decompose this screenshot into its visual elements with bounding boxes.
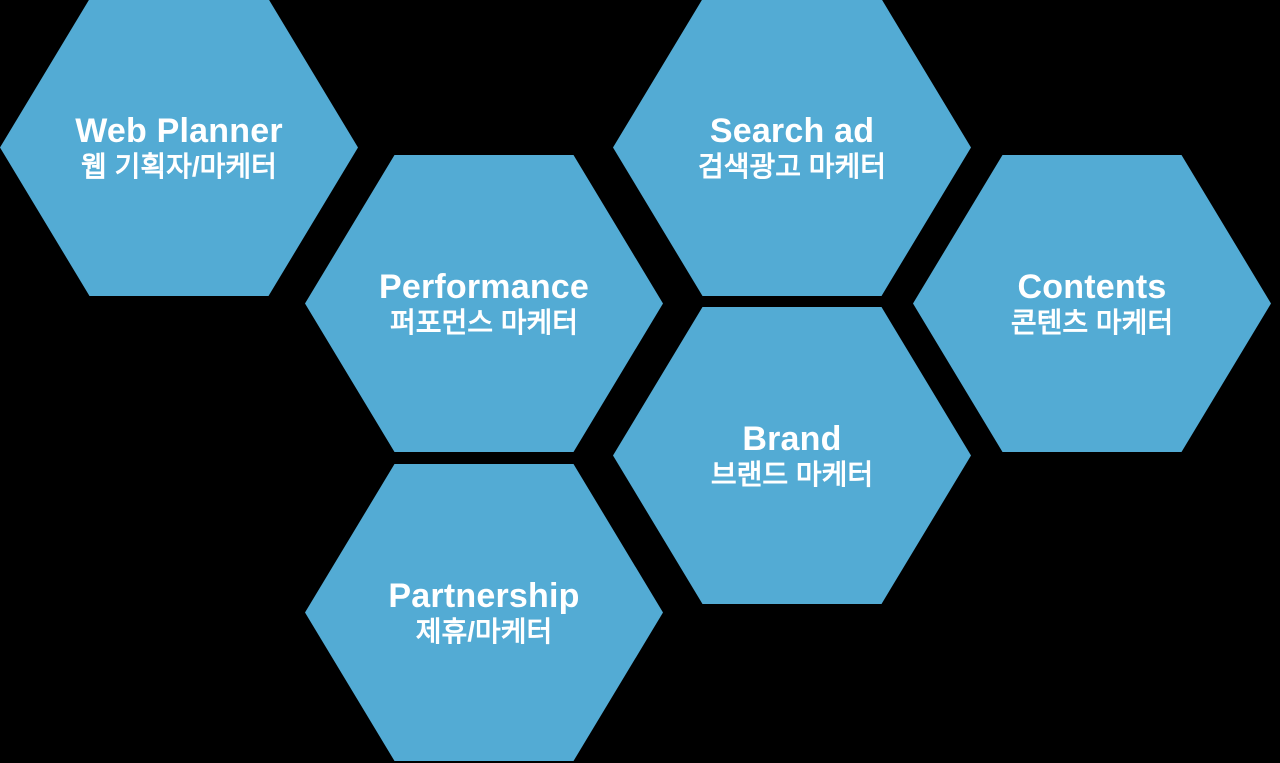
- hex-title-web-planner: Web Planner: [75, 112, 283, 151]
- hex-title-performance: Performance: [378, 268, 590, 307]
- hex-cell-contents[interactable]: Contents 콘텐츠 마케터: [913, 155, 1271, 452]
- hex-title-brand: Brand: [742, 420, 842, 459]
- hex-cell-performance[interactable]: Performance 퍼포먼스 마케터: [305, 155, 663, 452]
- hex-subtitle-performance: 퍼포먼스 마케터: [389, 306, 579, 338]
- hex-subtitle-brand: 브랜드 마케터: [710, 458, 874, 490]
- hex-subtitle-partnership: 제휴/마케터: [415, 615, 553, 647]
- hex-title-search-ad: Search ad: [709, 112, 875, 151]
- hex-cell-web-planner[interactable]: Web Planner 웹 기획자/마케터: [0, 0, 358, 296]
- hex-subtitle-web-planner: 웹 기획자/마케터: [81, 150, 277, 182]
- hex-cell-search-ad[interactable]: Search ad 검색광고 마케터: [613, 0, 971, 296]
- hex-subtitle-search-ad: 검색광고 마케터: [697, 150, 887, 182]
- hex-cell-partnership[interactable]: Partnership 제휴/마케터: [305, 464, 663, 761]
- hex-subtitle-contents: 콘텐츠 마케터: [1010, 306, 1174, 338]
- hex-title-contents: Contents: [1017, 268, 1167, 307]
- hex-title-partnership: Partnership: [388, 577, 580, 616]
- hex-cell-brand[interactable]: Brand 브랜드 마케터: [613, 307, 971, 604]
